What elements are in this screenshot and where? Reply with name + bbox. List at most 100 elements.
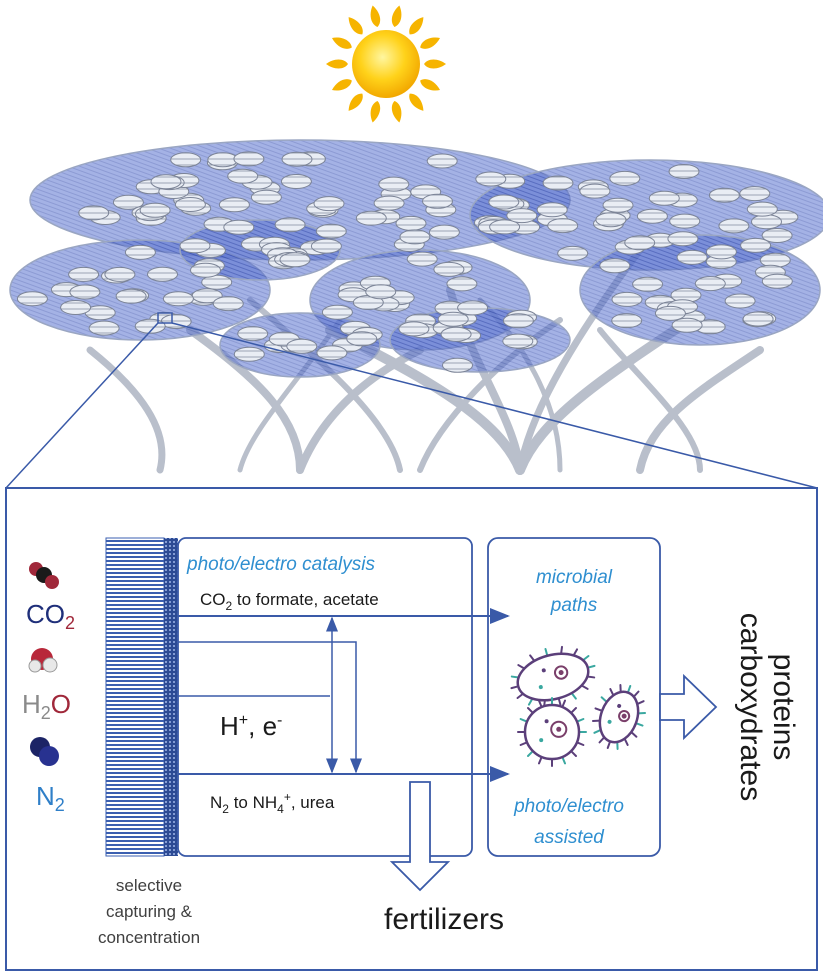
solar-cell bbox=[668, 164, 700, 179]
solar-cell bbox=[502, 313, 534, 329]
solar-cell bbox=[124, 244, 156, 260]
solar-cell bbox=[373, 195, 405, 211]
solar-cell bbox=[378, 176, 410, 192]
sun-ray bbox=[348, 17, 363, 35]
co2-molecule-icon bbox=[29, 562, 59, 589]
solar-cell bbox=[426, 153, 458, 169]
sun-ray bbox=[370, 101, 381, 123]
solar-cell bbox=[761, 228, 793, 243]
solar-cell bbox=[648, 190, 680, 206]
solar-cell bbox=[69, 284, 101, 300]
solar-cell bbox=[190, 262, 221, 278]
microbial-label-1: microbial bbox=[536, 567, 613, 588]
solar-cell bbox=[739, 186, 771, 202]
microbial-label-2: paths bbox=[550, 595, 598, 616]
solar-cell bbox=[457, 300, 489, 316]
solar-cell bbox=[475, 171, 507, 187]
solar-cell bbox=[365, 284, 397, 300]
selective-membrane bbox=[105, 537, 165, 857]
assisted-label-2: assisted bbox=[534, 827, 605, 848]
solar-cell bbox=[315, 223, 347, 239]
solar-cell bbox=[250, 189, 282, 205]
assisted-label-1: photo/electro bbox=[513, 796, 624, 817]
solar-cell bbox=[624, 235, 656, 251]
solar-cell bbox=[654, 305, 686, 321]
fertilizers-label: fertilizers bbox=[384, 903, 504, 936]
solar-cell bbox=[233, 346, 265, 362]
solar-cell bbox=[708, 187, 740, 203]
solar-cell bbox=[78, 205, 110, 221]
solar-cell bbox=[636, 208, 668, 224]
output-arrow bbox=[659, 673, 718, 741]
microbe-cell bbox=[510, 645, 596, 709]
solar-cell bbox=[428, 224, 460, 240]
solar-cell bbox=[746, 201, 778, 217]
solar-cell bbox=[274, 217, 306, 233]
solar-cell bbox=[489, 219, 521, 235]
solar-cell bbox=[147, 266, 178, 282]
solar-cell bbox=[227, 168, 259, 184]
sun-ray bbox=[391, 5, 402, 27]
n2-molecule-icon bbox=[30, 737, 59, 766]
solar-cell bbox=[16, 291, 48, 307]
solar-cell bbox=[742, 311, 774, 327]
canopy-leaves bbox=[9, 139, 823, 378]
h2o-molecule-icon bbox=[28, 648, 58, 673]
solar-cell bbox=[406, 251, 438, 267]
solar-cell bbox=[433, 261, 465, 277]
solar-cell bbox=[162, 291, 194, 307]
solar-cell bbox=[279, 252, 311, 268]
solar-cell bbox=[88, 320, 120, 336]
microbe-cell bbox=[517, 697, 587, 767]
solar-cell bbox=[321, 304, 353, 320]
sun-ray bbox=[420, 37, 441, 49]
capture-label-2: capturing & bbox=[106, 902, 193, 921]
solar-cell bbox=[705, 244, 737, 260]
solar-cell bbox=[422, 193, 453, 209]
sun-ray bbox=[348, 93, 363, 111]
solar-cell bbox=[599, 258, 631, 274]
solar-cell bbox=[694, 276, 726, 292]
solar-cell bbox=[542, 175, 574, 191]
solar-cell bbox=[506, 208, 538, 224]
sun-ray bbox=[420, 79, 441, 91]
solar-cell bbox=[676, 249, 708, 265]
solar-cell bbox=[281, 151, 313, 167]
solar-cell bbox=[536, 202, 568, 218]
solar-cell bbox=[223, 219, 255, 235]
solar-cell bbox=[547, 218, 579, 234]
solar-cell bbox=[398, 321, 430, 337]
proton-electron-label: H+, e- bbox=[220, 711, 282, 741]
solar-cell bbox=[218, 197, 250, 213]
membrane-catalyst-layer bbox=[164, 538, 178, 856]
sun-ray bbox=[331, 79, 352, 91]
catalysis-box bbox=[177, 537, 473, 857]
proton-path-lower bbox=[178, 641, 362, 774]
solar-cell bbox=[502, 333, 534, 349]
solar-cell bbox=[346, 331, 378, 347]
solar-cell bbox=[632, 276, 664, 292]
solar-cell bbox=[602, 197, 634, 213]
solar-cell bbox=[237, 326, 269, 342]
solar-cell bbox=[355, 210, 387, 226]
co2-label: CO2 bbox=[26, 599, 75, 633]
solar-cell bbox=[60, 300, 92, 315]
sun-ray bbox=[424, 59, 446, 69]
solar-cell bbox=[611, 291, 643, 307]
solar-cell bbox=[395, 215, 427, 231]
solar-cell bbox=[139, 202, 171, 218]
n2-label: N2 bbox=[36, 781, 65, 815]
solar-cell bbox=[446, 276, 478, 292]
solar-cell bbox=[174, 197, 206, 212]
solar-cell bbox=[667, 231, 699, 247]
co2-reaction-text: CO2 to formate, acetate bbox=[200, 590, 379, 613]
h2o-label: H2O bbox=[22, 689, 71, 723]
sun-ray bbox=[391, 101, 402, 123]
solar-cell bbox=[68, 266, 100, 282]
sun-ray bbox=[326, 59, 348, 69]
solar-cell bbox=[488, 194, 520, 210]
solar-cell bbox=[280, 174, 312, 189]
solar-cell bbox=[316, 345, 348, 361]
sun-core bbox=[352, 30, 420, 98]
solar-cell bbox=[212, 296, 244, 312]
